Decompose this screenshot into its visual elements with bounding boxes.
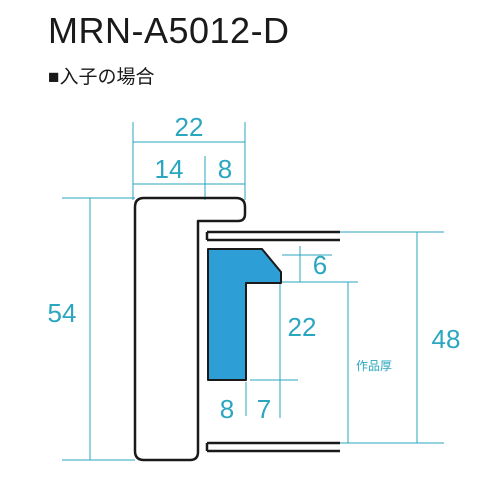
dim-label-insert-gap: 7 xyxy=(257,394,271,424)
dim-label-outer-width: 14 xyxy=(155,154,184,184)
dim-label-rebate-height: 22 xyxy=(288,312,317,342)
dim-label-overall-width: 22 xyxy=(175,112,204,142)
dim-label-artwork-thickness: 作品厚 xyxy=(356,359,392,373)
dim-label-inner-height: 48 xyxy=(432,324,461,354)
dim-label-rebate-depth: 6 xyxy=(313,250,327,280)
dim-label-overall-height: 54 xyxy=(48,298,77,328)
insert-profile xyxy=(207,248,282,381)
frame-outline xyxy=(133,196,340,462)
dim-label-insert-width: 8 xyxy=(220,394,234,424)
dim-label-inner-width: 8 xyxy=(218,154,232,184)
product-code: MRN-A5012-D xyxy=(48,10,290,51)
moulding-body xyxy=(133,196,247,462)
dimension-lines xyxy=(62,122,444,461)
section-subtitle: ■入子の場合 xyxy=(48,67,155,88)
